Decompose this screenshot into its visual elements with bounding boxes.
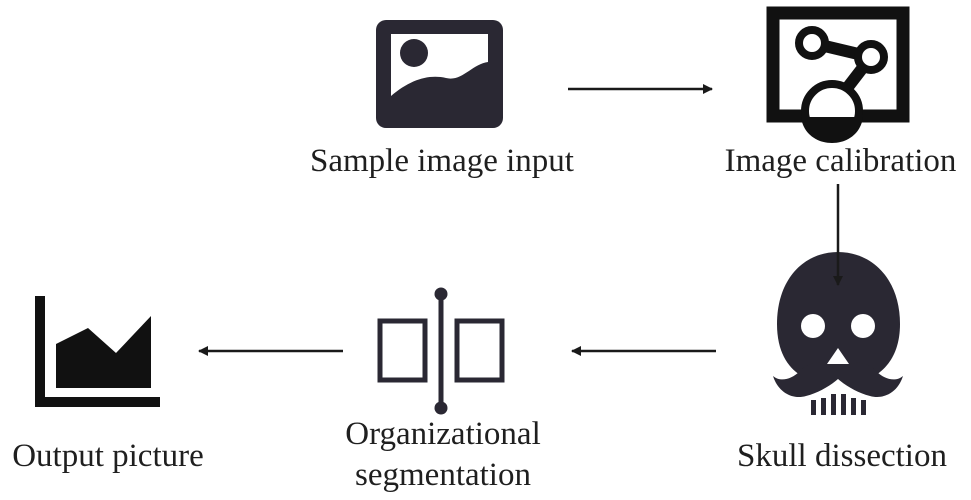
skull-mustache-icon (773, 252, 903, 415)
skull-dissection-label: Skull dissection (737, 438, 947, 474)
sample-image-input-label: Sample image input (310, 143, 574, 179)
segmentation-label-line1: Organizational (345, 416, 541, 452)
calibration-graph-icon (766, 6, 910, 143)
segmentation-label-line2: segmentation (355, 457, 531, 493)
image-icon (376, 20, 503, 128)
image-calibration-label: Image calibration (724, 143, 957, 179)
output-picture-label: Output picture (12, 438, 204, 474)
split-boxes-icon (377, 287, 505, 415)
area-chart-icon (35, 296, 160, 407)
